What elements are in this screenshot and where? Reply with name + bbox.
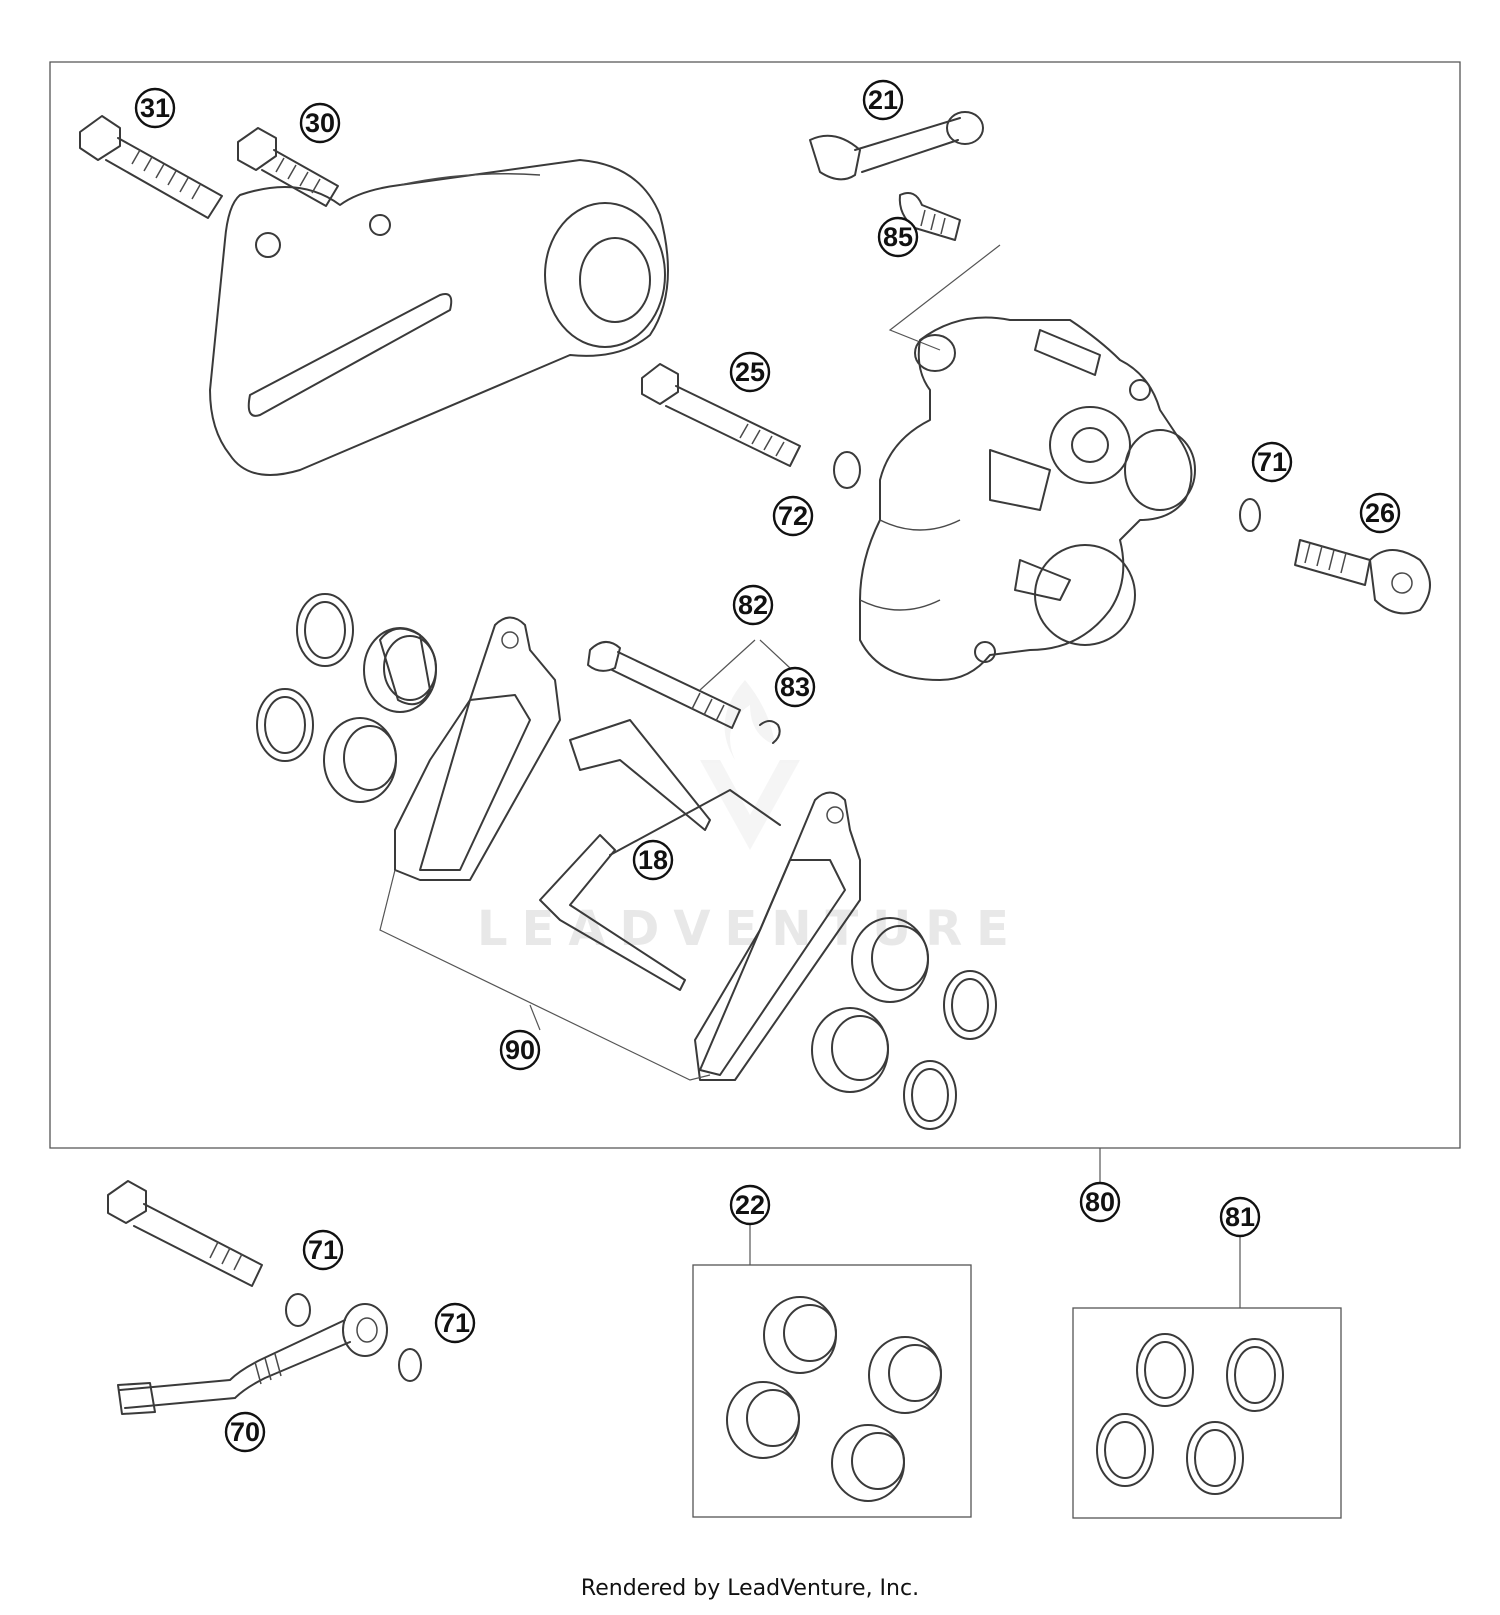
callout-30[interactable]: 30 bbox=[299, 102, 341, 144]
callout-80[interactable]: 80 bbox=[1079, 1181, 1121, 1223]
callout-85[interactable]: 85 bbox=[877, 216, 919, 258]
svg-text:71: 71 bbox=[440, 1308, 470, 1338]
callout-90[interactable]: 90 bbox=[499, 1029, 541, 1071]
callout-71-lower[interactable]: 71 bbox=[434, 1302, 476, 1344]
watermark-text: LEADVENTURE bbox=[477, 901, 1023, 957]
svg-text:26: 26 bbox=[1365, 498, 1395, 528]
callout-72[interactable]: 72 bbox=[772, 495, 814, 537]
svg-text:82: 82 bbox=[738, 590, 768, 620]
svg-text:70: 70 bbox=[230, 1417, 260, 1447]
svg-text:83: 83 bbox=[780, 672, 810, 702]
callout-21[interactable]: 21 bbox=[862, 79, 904, 121]
assembly-frame bbox=[49, 61, 1461, 1149]
pistons-left bbox=[323, 627, 437, 803]
svg-text:18: 18 bbox=[638, 845, 668, 875]
seal-kit-81 bbox=[1096, 1333, 1284, 1495]
svg-text:71: 71 bbox=[1257, 447, 1287, 477]
callout-71-upper[interactable]: 71 bbox=[302, 1229, 344, 1271]
washer-71-lower bbox=[398, 1348, 422, 1382]
svg-text:80: 80 bbox=[1085, 1187, 1115, 1217]
pin-bolt-25 bbox=[641, 363, 801, 467]
callout-81[interactable]: 81 bbox=[1219, 1196, 1261, 1238]
footer-credit: Rendered by LeadVenture, Inc. bbox=[580, 1576, 920, 1601]
callout-82[interactable]: 82 bbox=[732, 584, 774, 626]
anti-rattle-spring-18 bbox=[539, 719, 781, 991]
piston-seals-left bbox=[256, 593, 354, 762]
svg-text:25: 25 bbox=[735, 357, 765, 387]
piston-kit-22 bbox=[726, 1296, 942, 1502]
clip-83 bbox=[759, 720, 781, 744]
svg-text:30: 30 bbox=[305, 108, 335, 138]
svg-text:71: 71 bbox=[308, 1235, 338, 1265]
callout-25[interactable]: 25 bbox=[729, 351, 771, 393]
bolt-31 bbox=[79, 115, 223, 219]
svg-text:21: 21 bbox=[868, 85, 898, 115]
caliper-bracket bbox=[209, 159, 669, 476]
washer-71-caliper bbox=[1239, 498, 1261, 532]
leader-90-stub bbox=[529, 1004, 541, 1031]
watermark-logo bbox=[700, 680, 800, 850]
leader-90 bbox=[379, 869, 711, 1081]
brake-pad-right bbox=[694, 791, 861, 1081]
piston-seals-right bbox=[903, 970, 997, 1130]
washer-71-upper bbox=[285, 1293, 311, 1327]
kit-81-box bbox=[1072, 1307, 1342, 1519]
svg-text:31: 31 bbox=[140, 93, 170, 123]
callout-18[interactable]: 18 bbox=[632, 839, 674, 881]
svg-text:22: 22 bbox=[735, 1190, 765, 1220]
brake-hose-fitting-21 bbox=[809, 111, 984, 181]
brake-pad-left bbox=[394, 616, 561, 881]
callout-83[interactable]: 83 bbox=[774, 666, 816, 708]
callout-22[interactable]: 22 bbox=[729, 1184, 771, 1226]
brake-hose-70 bbox=[117, 1303, 388, 1415]
callout-71-caliper[interactable]: 71 bbox=[1251, 441, 1293, 483]
pad-pin-82 bbox=[587, 641, 741, 729]
leader-85 bbox=[888, 244, 1001, 351]
kit-22-box bbox=[692, 1264, 972, 1518]
svg-text:85: 85 bbox=[883, 222, 913, 252]
leader-82-83 bbox=[699, 639, 791, 691]
svg-text:90: 90 bbox=[505, 1035, 535, 1065]
callout-26[interactable]: 26 bbox=[1359, 492, 1401, 534]
banjo-bolt bbox=[107, 1180, 263, 1287]
callout-70[interactable]: 70 bbox=[224, 1411, 266, 1453]
svg-text:81: 81 bbox=[1225, 1202, 1255, 1232]
bleeder-valve-85 bbox=[898, 192, 961, 241]
washer-72 bbox=[833, 451, 861, 489]
svg-text:72: 72 bbox=[778, 501, 808, 531]
caliper-body bbox=[859, 316, 1196, 681]
callout-31[interactable]: 31 bbox=[134, 87, 176, 129]
bolt-30 bbox=[237, 127, 339, 207]
pistons-right bbox=[811, 917, 929, 1093]
bolt-26 bbox=[1294, 539, 1431, 615]
